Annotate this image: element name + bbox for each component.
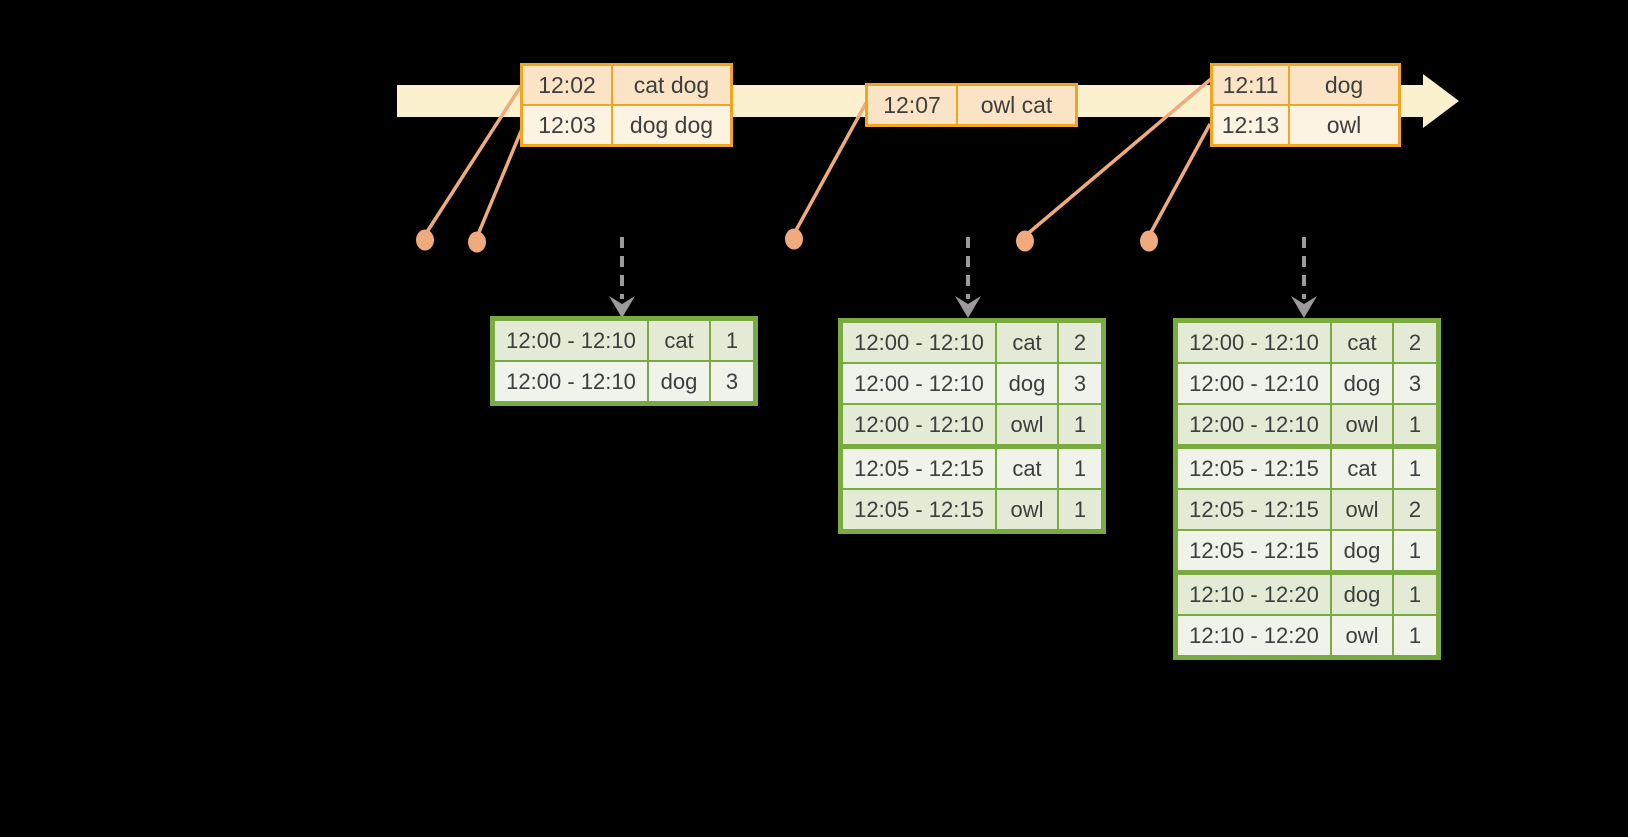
table-cell: 3 [709,360,757,405]
table-cell: dog dog [611,104,733,147]
table-cell: owl [1330,403,1394,448]
table-cell: 12:05 - 12:15 [1174,529,1332,574]
table-cell: 1 [1392,403,1440,448]
table-cell: 12:00 - 12:10 [839,403,997,448]
table-cell: cat [995,319,1059,364]
timeline-arrowhead-icon [1423,74,1459,128]
table-cell: cat [995,444,1059,490]
table-cell: 12:03 [520,104,613,147]
table-cell: 12:05 - 12:15 [1174,444,1332,490]
connector-line [792,102,868,235]
table-cell: cat [647,317,711,362]
table-cell: 2 [1057,319,1105,364]
table-cell: 1 [1392,570,1440,616]
table-cell: 3 [1392,362,1440,405]
table-cell: 12:00 - 12:10 [1174,319,1332,364]
connector-line [1023,77,1213,238]
trigger-arrowhead-icon [609,296,635,318]
table-cell: 1 [1057,403,1105,448]
table-cell: 12:05 - 12:15 [1174,488,1332,531]
table-cell: owl cat [956,83,1078,127]
table-cell: 12:00 - 12:10 [1174,403,1332,448]
trigger-arrowhead-icon [1291,296,1317,318]
table-cell: cat [1330,319,1394,364]
event-dot-icon [468,231,486,253]
table-cell: 2 [1392,319,1440,364]
table-cell: 12:11 [1210,63,1290,106]
table-cell: dog [995,362,1059,405]
table-cell: 12:00 - 12:10 [839,362,997,405]
table-cell: owl [995,403,1059,448]
table-cell: 1 [1392,444,1440,490]
event-dot-icon [1140,230,1158,252]
connector-line [475,123,526,238]
table-cell: 12:00 - 12:10 [1174,362,1332,405]
table-cell: 12:02 [520,63,613,106]
table-cell: dog [1330,529,1394,574]
table-cell: owl [995,488,1059,533]
table-cell: owl [1330,614,1394,659]
table-cell: cat [1330,444,1394,490]
connector-line [1147,123,1212,237]
table-cell: 12:13 [1210,104,1290,147]
table-cell: 12:10 - 12:20 [1174,570,1332,616]
table-cell: 1 [709,317,757,362]
table-cell: owl [1330,488,1394,531]
event-dot-icon [785,228,803,250]
table-cell: 12:05 - 12:15 [839,488,997,533]
table-cell: 3 [1057,362,1105,405]
table-cell: dog [1330,362,1394,405]
table-cell: owl [1288,104,1401,147]
table-cell: 1 [1057,488,1105,533]
table-cell: dog [1288,63,1401,106]
table-cell: cat dog [611,63,733,106]
table-cell: 12:07 [865,83,958,127]
table-cell: 1 [1057,444,1105,490]
table-cell: 1 [1392,529,1440,574]
trigger-arrowhead-icon [955,296,981,318]
table-cell: 12:10 - 12:20 [1174,614,1332,659]
event-dot-icon [1016,230,1034,252]
table-cell: 2 [1392,488,1440,531]
table-cell: 12:00 - 12:10 [491,360,649,405]
event-dot-icon [416,229,434,251]
connector-line [423,85,523,236]
table-cell: 12:00 - 12:10 [491,317,649,362]
table-cell: 12:05 - 12:15 [839,444,997,490]
table-cell: 1 [1392,614,1440,659]
table-cell: dog [1330,570,1394,616]
table-cell: dog [647,360,711,405]
table-cell: 12:00 - 12:10 [839,319,997,364]
